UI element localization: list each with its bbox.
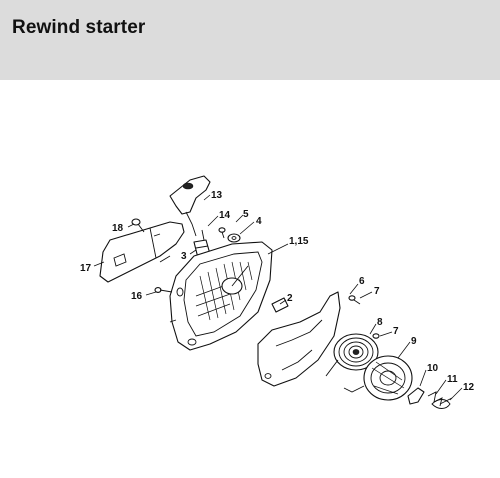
- callout-5: 5: [243, 209, 249, 220]
- part-10-pawl: [407, 387, 425, 405]
- callout-17: 17: [80, 263, 92, 274]
- header-bar: Rewind starter: [0, 0, 500, 80]
- callout-2: 2: [287, 293, 293, 304]
- callout-18: 18: [112, 223, 124, 234]
- callout-12: 12: [463, 382, 475, 393]
- part-1-15-fan-housing: [169, 241, 273, 351]
- callout-7-upper: 7: [374, 286, 380, 297]
- callout-14: 14: [219, 210, 231, 221]
- leader-lines: [93, 194, 463, 401]
- callout-10: 10: [427, 363, 439, 374]
- part-4-washer: [227, 233, 241, 243]
- callout-4: 4: [256, 216, 262, 227]
- part-6-screw: [348, 295, 361, 305]
- part-9-rope-rotor: [343, 355, 413, 401]
- callout-6: 6: [359, 276, 365, 287]
- guide-plate: [257, 291, 341, 387]
- callout-16: 16: [131, 291, 143, 302]
- part-12-spring-clip: [431, 397, 453, 409]
- part-8-rewind-spring: [325, 333, 379, 377]
- callout-labels: 13 14 5 4 18 1,15 3 17 6 7 16 2 8 7 9 10…: [80, 190, 475, 393]
- callout-8: 8: [377, 317, 383, 328]
- part-11-spring: [427, 391, 443, 407]
- part-5-screw: [218, 227, 226, 239]
- callout-1-15: 1,15: [289, 236, 309, 247]
- callout-13: 13: [211, 190, 223, 201]
- part-13-starter-grip: [169, 175, 211, 237]
- callout-7-lower: 7: [393, 326, 399, 337]
- part-7-screw: [372, 333, 380, 339]
- part-17-cover-plate: [99, 221, 185, 283]
- callout-3: 3: [181, 251, 187, 262]
- part-16-screw: [154, 287, 173, 293]
- part-18-screw: [131, 218, 145, 233]
- page-title: Rewind starter: [12, 17, 146, 38]
- callout-9: 9: [411, 336, 417, 347]
- callout-11: 11: [447, 374, 458, 385]
